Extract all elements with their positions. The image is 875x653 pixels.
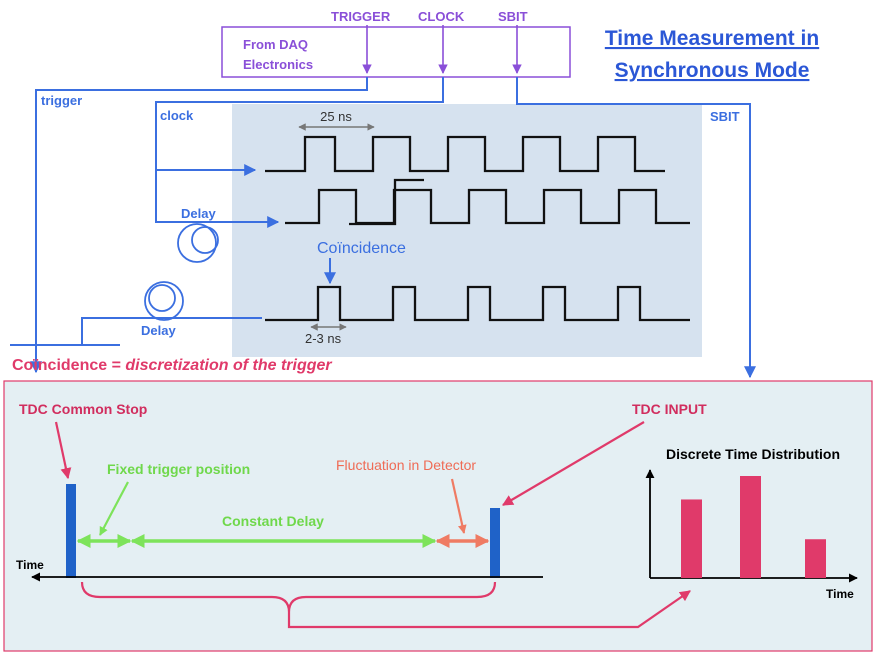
trigger-delay-label: Delay <box>141 323 176 338</box>
fluctuation-pointer <box>450 478 467 534</box>
clock-waveform <box>265 135 665 173</box>
tdc-panel <box>3 380 873 652</box>
trigger-signal-label: TRIGGER <box>331 9 391 24</box>
pulse-width-label: 2-3 ns <box>305 331 342 346</box>
clock-delay-label: Delay <box>181 206 216 221</box>
distribution-title: Discrete Time Distribution <box>666 446 840 462</box>
daq-label-line1: From DAQ <box>243 37 308 52</box>
tdc-input-bar <box>490 508 500 578</box>
common-stop-pointer <box>54 421 72 480</box>
tdc-input-pointer <box>502 421 645 506</box>
trigger-waveform <box>349 178 424 226</box>
coincidence-waveform <box>265 285 690 322</box>
distribution-bars <box>681 476 826 578</box>
clock-delay-line <box>155 170 280 228</box>
distribution-bar <box>740 476 761 578</box>
clock-line-label: clock <box>160 108 194 123</box>
period-label: 25 ns <box>320 109 352 124</box>
title-line2: Synchronous Mode <box>615 59 810 82</box>
tdc-common-stop-label: TDC Common Stop <box>19 401 147 417</box>
coincidence-note-emphasis: discretization of the trigger <box>125 357 332 374</box>
daq-electronics-box: From DAQ Electronics <box>221 26 571 78</box>
trigger-delay-coil <box>144 281 184 321</box>
sbit-signal-label: SBIT <box>498 9 528 24</box>
tdc-time-axis-label: Time <box>16 558 44 572</box>
delayed-clock-waveform <box>285 188 690 225</box>
clock-delay-coil <box>177 223 219 263</box>
daq-label-line2: Electronics <box>243 57 313 72</box>
distribution-bar <box>805 539 826 578</box>
fixed-trigger-label: Fixed trigger position <box>107 461 250 477</box>
coincidence-note: Coïncidence = discretization of the trig… <box>12 357 332 374</box>
constant-delay-label: Constant Delay <box>222 513 324 529</box>
distribution-chart: Discrete Time Distribution Time <box>645 446 858 601</box>
fluctuation-label: Fluctuation in Detector <box>336 457 476 473</box>
tdc-input-label: TDC INPUT <box>632 401 707 417</box>
distribution-bar <box>681 499 702 578</box>
coincidence-note-lead: Coïncidence = <box>12 357 125 374</box>
sbit-line <box>516 77 756 379</box>
common-stop-bar <box>66 484 76 578</box>
bracket-to-histogram-arrow <box>287 590 691 629</box>
trigger-line-label: trigger <box>41 93 82 108</box>
coincidence-label: Coïncidence <box>317 240 406 257</box>
sbit-line-label: SBIT <box>710 109 740 124</box>
clock-signal-label: CLOCK <box>418 9 465 24</box>
distribution-x-axis-label: Time <box>826 587 854 601</box>
title-line1: Time Measurement in <box>605 27 819 50</box>
fixed-trigger-pointer <box>99 481 129 536</box>
trigger-line <box>30 77 368 374</box>
coincidence-output-line <box>81 317 262 345</box>
clock-line <box>155 77 444 176</box>
